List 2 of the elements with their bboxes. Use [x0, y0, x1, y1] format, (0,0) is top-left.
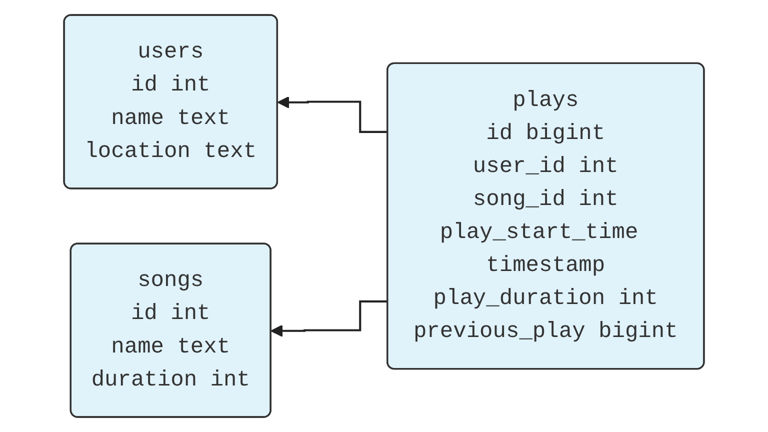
- arrow: [270, 300, 388, 337]
- arrow: [277, 96, 388, 133]
